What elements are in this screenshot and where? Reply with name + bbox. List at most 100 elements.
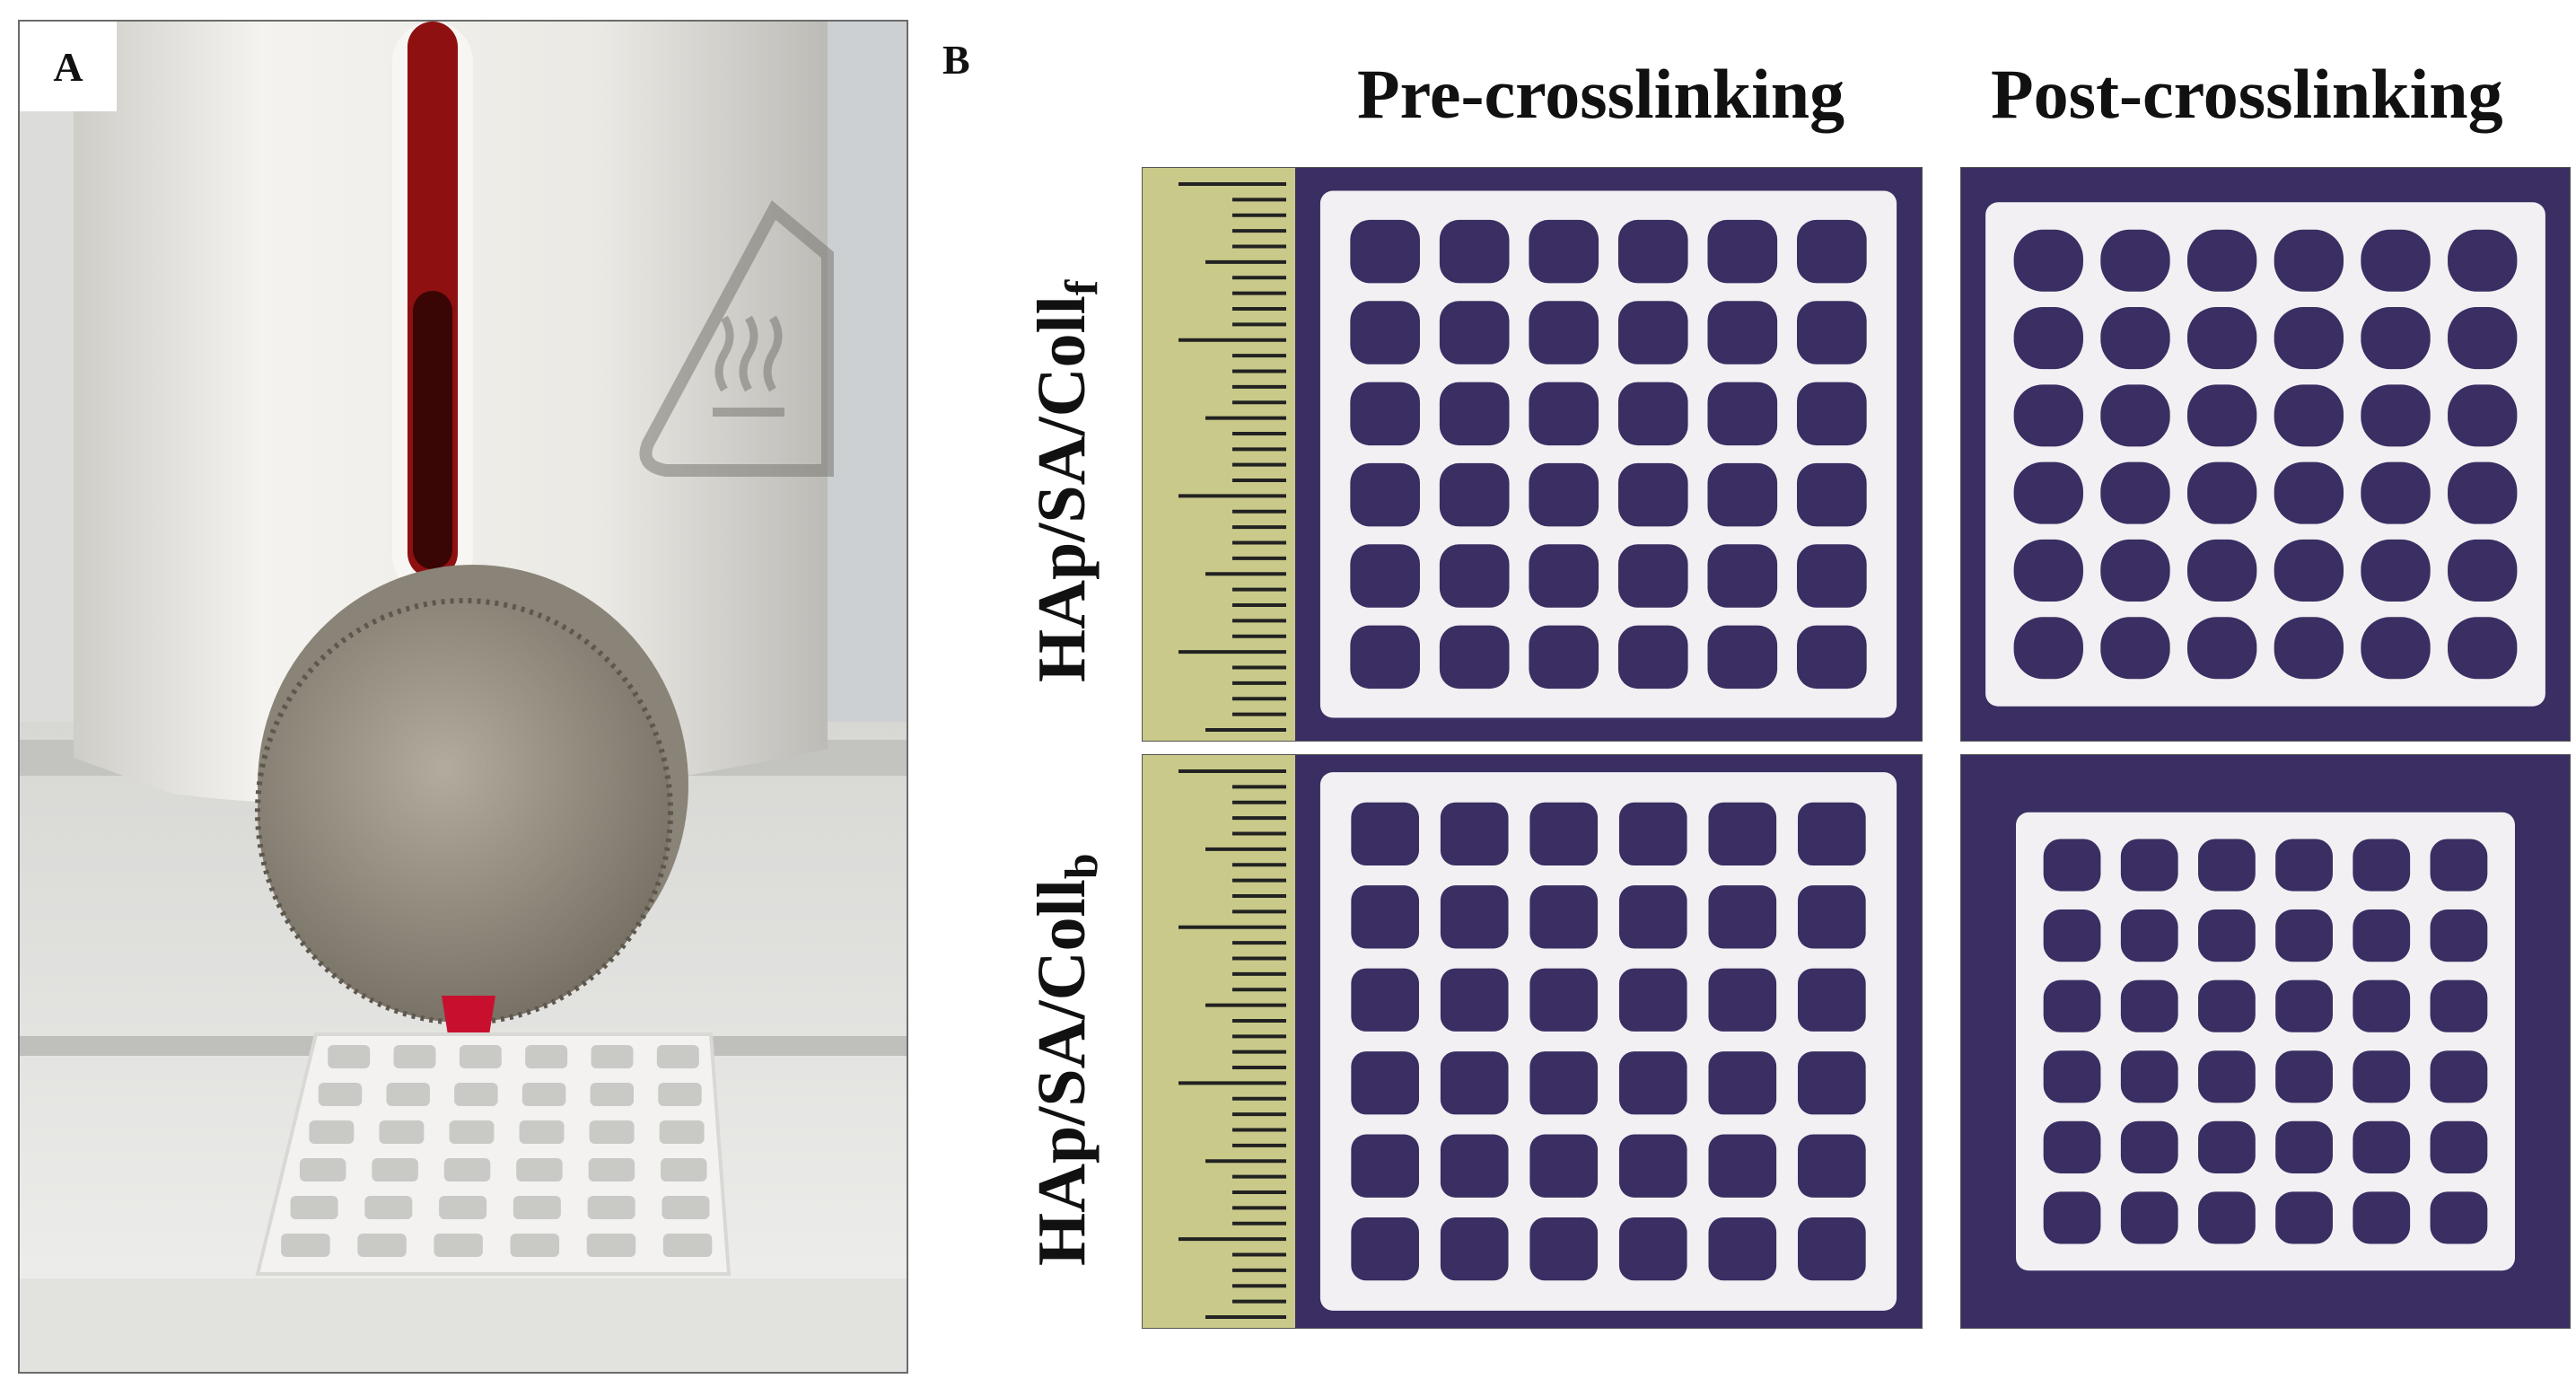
- scaffold-hole: [656, 1045, 699, 1068]
- scaffold-pore: [1440, 802, 1509, 865]
- scaffold-pore: [2274, 384, 2344, 447]
- scaffold-pore: [2275, 1191, 2333, 1244]
- scaffold-hole: [591, 1045, 634, 1068]
- scaffold-pore: [1707, 301, 1778, 365]
- scaffold-hole: [590, 1083, 635, 1106]
- row-label-coll-b-subscript: b: [1056, 853, 1108, 880]
- scaffold-pore: [2186, 539, 2257, 602]
- scaffold-pore: [1529, 462, 1599, 527]
- scaffold-pore: [1708, 1051, 1777, 1115]
- scaffold-pore: [2274, 461, 2344, 524]
- scaffold-pore: [1529, 1051, 1599, 1115]
- scaffold-pore: [1617, 219, 1688, 284]
- scaffold-pore: [1707, 625, 1778, 690]
- scaffold-hole: [662, 1234, 713, 1257]
- scaffold-pore: [2275, 839, 2333, 892]
- scaffold-pore: [1617, 625, 1688, 690]
- scaffold-pore: [1707, 544, 1778, 608]
- scaffold-hole: [521, 1083, 566, 1106]
- scaffold-hole: [510, 1234, 560, 1257]
- row-label-coll-f: HAp/SA/Collf: [1023, 280, 1108, 682]
- scaffold-hole: [513, 1196, 561, 1219]
- scaffold-pore: [1618, 885, 1687, 949]
- scaffold-hole: [443, 1158, 491, 1182]
- scaffold-pore: [2120, 839, 2178, 892]
- scaffold-pore: [2361, 307, 2431, 370]
- column-header-post-crosslinking: Post-crosslinking: [1991, 55, 2503, 133]
- scaffold-pore: [2274, 617, 2344, 680]
- bioprinter-illustration: [20, 22, 907, 1372]
- scaffold-pore: [1618, 1134, 1687, 1198]
- scaffold-pore: [1529, 625, 1599, 690]
- scaffold-photo-coll-f-pre: [1142, 167, 1923, 742]
- scaffold-pore: [2186, 384, 2257, 447]
- column-header-pre-crosslinking: Pre-crosslinking: [1357, 55, 1845, 133]
- scaffold-pore: [1529, 219, 1599, 284]
- scaffold-pore: [2274, 307, 2344, 370]
- scaffold-photo-coll-b-post: [1960, 754, 2571, 1329]
- printed-scaffold: [255, 1032, 732, 1276]
- panel-a-label-box: A: [20, 22, 117, 111]
- scaffold-hole: [386, 1083, 430, 1106]
- scaffold-pore: [1439, 544, 1510, 608]
- scaffold-lattice: [1143, 168, 1922, 741]
- adjustment-knob: [255, 565, 688, 1025]
- row-label-coll-b: HAp/SA/Collb: [1023, 853, 1108, 1266]
- scaffold-pore: [1439, 382, 1510, 446]
- scaffold-hole: [364, 1196, 413, 1219]
- scaffold-pore: [1618, 1217, 1687, 1281]
- scaffold-pore: [1798, 968, 1866, 1032]
- scaffold-pore: [1617, 382, 1688, 446]
- scaffold-pore: [2043, 1050, 2101, 1103]
- scaffold-hole: [357, 1234, 407, 1257]
- scaffold-pore: [2120, 980, 2178, 1032]
- scaffold-hole: [309, 1120, 355, 1144]
- scaffold-pore: [1618, 968, 1687, 1032]
- scaffold-pore: [2198, 1050, 2256, 1103]
- scaffold-pore: [2274, 229, 2344, 292]
- scaffold-pore: [2100, 307, 2170, 370]
- scaffold-pore: [1797, 462, 1867, 527]
- scaffold-pore: [2353, 1120, 2411, 1173]
- scaffold-pore: [1617, 462, 1688, 527]
- scaffold-pore: [1708, 1217, 1777, 1281]
- scaffold-pore: [1797, 301, 1867, 365]
- scaffold-pore: [1529, 382, 1599, 446]
- scaffold-pore: [2198, 980, 2256, 1032]
- scaffold-hole: [516, 1158, 563, 1182]
- scaffold-pore: [1529, 1134, 1599, 1198]
- scaffold-pore: [1350, 462, 1420, 527]
- scaffold-hole: [454, 1083, 498, 1106]
- scaffold-pore: [1350, 301, 1420, 365]
- scaffold-pore: [2186, 617, 2257, 680]
- scaffold-pore: [1440, 1051, 1509, 1115]
- scaffold-pore: [1439, 625, 1510, 690]
- scaffold-hole: [589, 1120, 635, 1144]
- scaffold-hole: [658, 1083, 702, 1106]
- scaffold-pore: [1351, 1051, 1419, 1115]
- scaffold-pore: [2198, 1120, 2256, 1173]
- scaffold-pore: [1618, 802, 1687, 865]
- scaffold-pore: [2448, 617, 2518, 680]
- hot-surface-warning-icon: [639, 200, 834, 477]
- scaffold-hole: [525, 1045, 568, 1068]
- scaffold-pore: [1798, 802, 1866, 865]
- scaffold-pore: [1529, 301, 1599, 365]
- scaffold-pore: [2361, 229, 2431, 292]
- scaffold-pore: [2043, 909, 2101, 962]
- scaffold-pore: [2448, 229, 2518, 292]
- scaffold-pore: [1440, 1217, 1509, 1281]
- scaffold-pore: [2013, 384, 2083, 447]
- row-label-coll-f-subscript: f: [1056, 279, 1108, 296]
- scaffold-pore: [1798, 885, 1866, 949]
- scaffold-pore: [2448, 539, 2518, 602]
- scaffold-pore: [2353, 1191, 2411, 1244]
- scaffold-pore: [2186, 229, 2257, 292]
- scaffold-pore: [2198, 839, 2256, 892]
- scaffold-pore: [1439, 301, 1510, 365]
- scaffold-pore: [1707, 462, 1778, 527]
- scaffold-pore: [2353, 839, 2411, 892]
- scaffold-pore: [2120, 1191, 2178, 1244]
- scaffold-pore: [1350, 544, 1420, 608]
- scaffold-pore: [1529, 1217, 1599, 1281]
